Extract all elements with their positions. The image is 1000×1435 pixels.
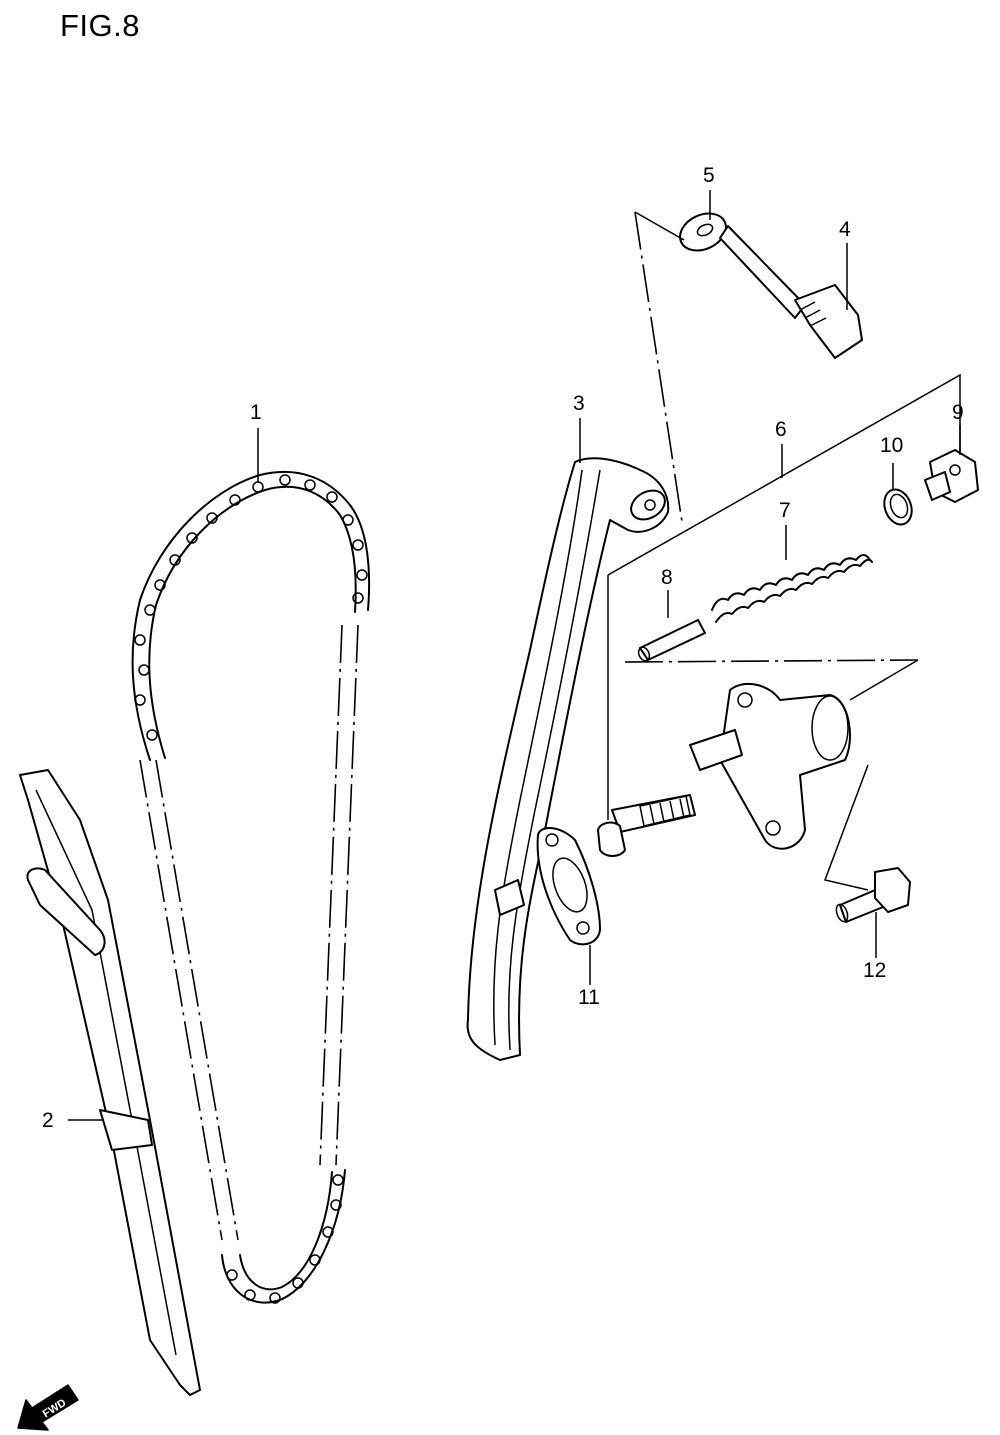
callout-11: 11 bbox=[578, 986, 600, 1009]
chain-guide bbox=[19, 769, 201, 1396]
tensioner-gasket bbox=[536, 827, 601, 946]
gasket-ring bbox=[883, 488, 913, 526]
figure-title: FIG.8 bbox=[60, 8, 141, 43]
callout-10: 10 bbox=[880, 434, 903, 457]
small-bolt bbox=[835, 867, 911, 923]
tensioner-body bbox=[597, 682, 851, 857]
leader-lines bbox=[68, 190, 961, 1121]
callout-12: 12 bbox=[863, 959, 886, 982]
assembly-bracket bbox=[607, 373, 961, 576]
bolt bbox=[719, 225, 863, 359]
washer bbox=[679, 212, 727, 252]
fwd-arrow-icon: FWD bbox=[17, 1384, 79, 1431]
cam-chain bbox=[131, 470, 371, 1304]
pin bbox=[637, 619, 706, 662]
callout-1: 1 bbox=[250, 401, 262, 424]
callout-8: 8 bbox=[661, 566, 673, 589]
callout-9: 9 bbox=[952, 401, 964, 424]
callout-5: 5 bbox=[703, 164, 715, 187]
callout-2: 2 bbox=[42, 1109, 54, 1132]
callout-4: 4 bbox=[839, 218, 851, 241]
cap-bolt bbox=[924, 449, 979, 503]
tensioner-arm bbox=[466, 457, 670, 1061]
callout-3: 3 bbox=[573, 392, 585, 415]
spring bbox=[711, 554, 873, 623]
callout-6: 6 bbox=[775, 418, 787, 441]
callout-7: 7 bbox=[779, 499, 791, 522]
